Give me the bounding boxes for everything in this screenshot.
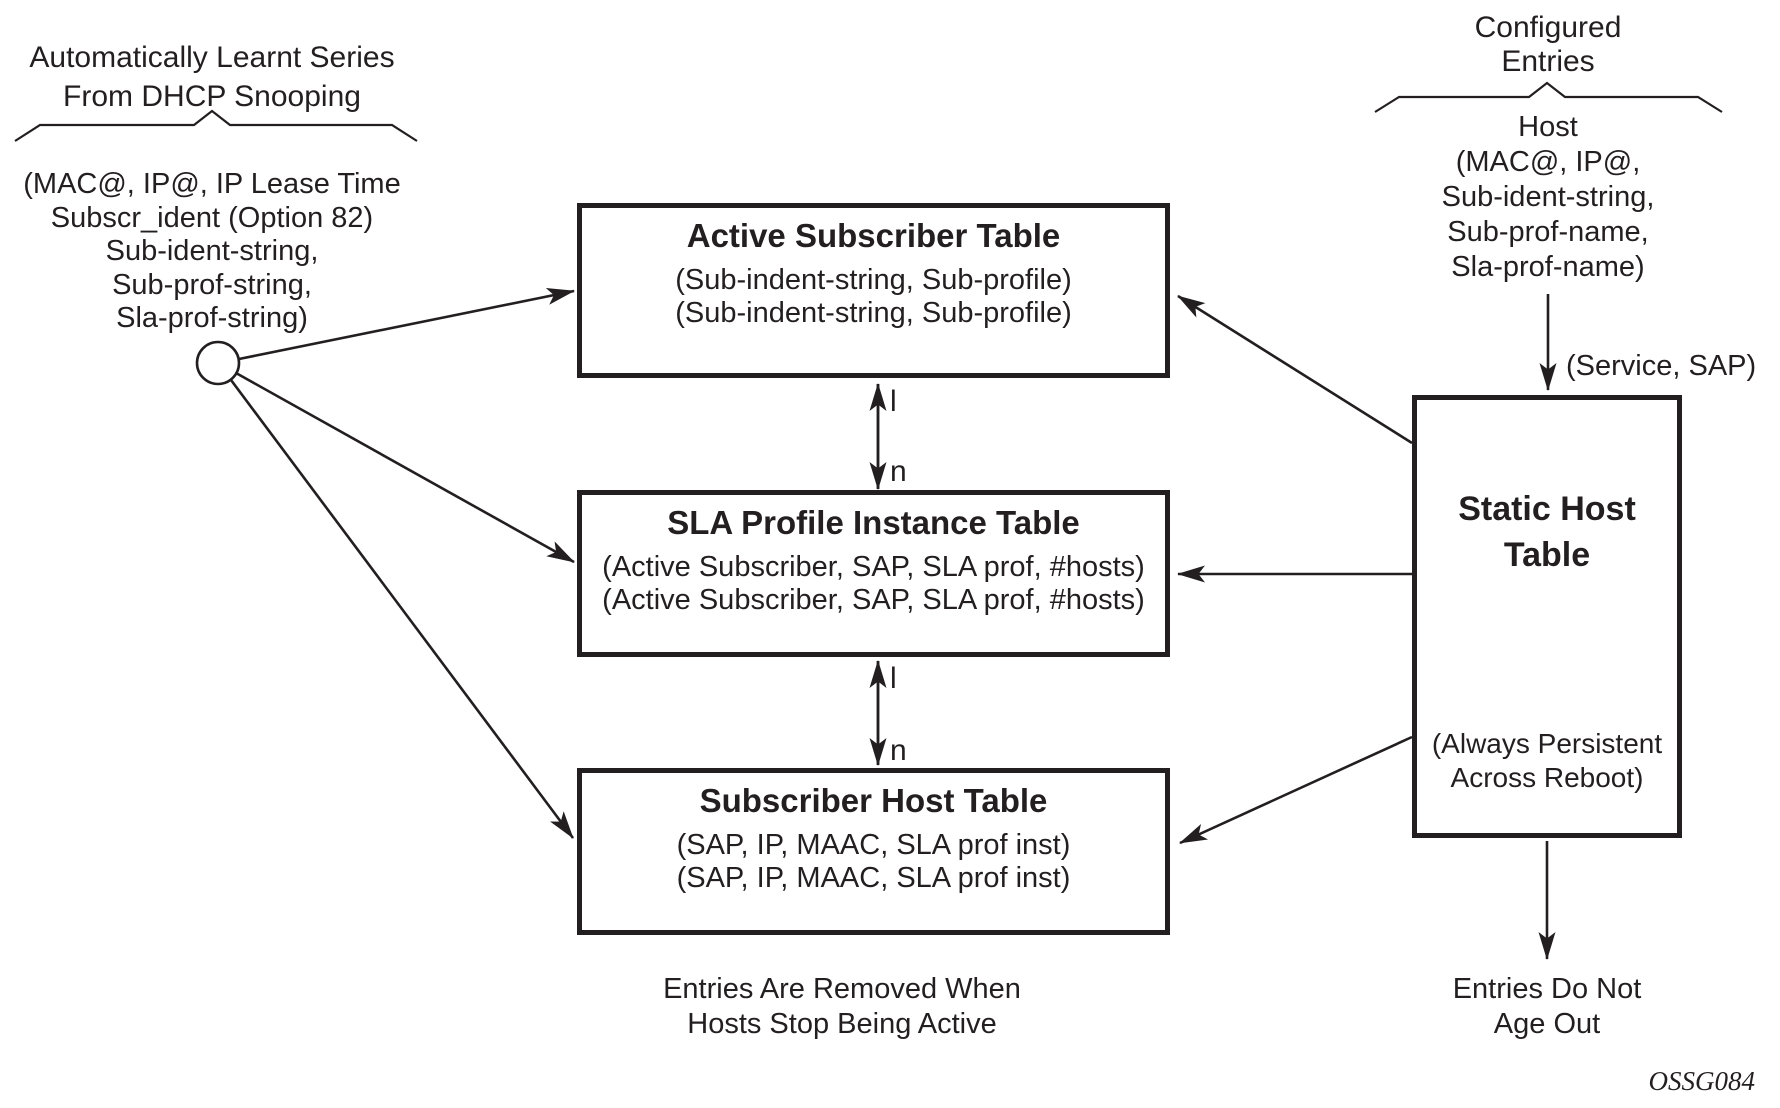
static-host-table-title: Static Host Table [1417,400,1677,578]
host-entry-line: Sub-prof-name, [1447,216,1649,248]
service-sap-label: (Service, SAP) [1566,350,1757,382]
note-entries-no-age: Entries Do Not Age Out [1397,972,1697,1042]
host-entry-line: Sla-prof-name) [1451,251,1645,283]
table-row: (SAP, IP, MAAC, SLA prof inst) [676,829,1071,861]
cardinality-active-sla-bottom: n [890,455,907,488]
note-entries-removed-line2: Hosts Stop Being Active [687,1008,997,1040]
cardinality-sla-subhost-bottom: n [890,734,907,767]
table-row: (Sub-indent-string, Sub-profile) [675,264,1072,296]
dhcp-source-node [195,340,241,386]
static-host-title-line: Table [1503,536,1591,574]
static-host-note-line: Across Reboot) [1450,762,1644,793]
static-host-table-note: (Always Persistent Across Reboot) [1417,727,1677,795]
cardinality-active-sla-top: l [890,385,897,418]
dhcp-param-line: Sla-prof-string) [116,302,308,334]
arrow-static-to-subhost [1179,735,1413,845]
dhcp-heading: Automatically Learnt Series From DHCP Sn… [12,38,412,116]
arrow-dhcp-to-subhost [229,379,575,839]
dhcp-heading-line2: From DHCP Snooping [63,80,361,113]
active-subscriber-table-title: Active Subscriber Table [686,217,1061,254]
dhcp-param-line: Sub-ident-string, [105,235,319,267]
configured-entries-line1: Configured [1474,11,1622,44]
note-entries-removed: Entries Are Removed When Hosts Stop Bein… [592,972,1092,1042]
dhcp-param-line: Sub-prof-string, [112,268,312,301]
cardinality-sla-subhost-top: l [890,662,897,695]
sla-profile-instance-table-rows: (Active Subscriber, SAP, SLA prof, #host… [602,542,1145,617]
subscriber-host-table-title: Subscriber Host Table [699,782,1048,819]
figure-id-watermark: OSSG084 [1648,1066,1756,1096]
host-entry-params: Host (MAC@, IP@, Sub-ident-string, Sub-p… [1398,110,1698,285]
configured-entries-line2: Entries [1501,45,1595,78]
dhcp-param-line: Subscr_ident (Option 82) [50,201,374,234]
host-entry-line: Host [1518,111,1578,143]
host-entry-line: Sub-ident-string, [1441,181,1655,213]
subscriber-host-table: Subscriber Host Table (SAP, IP, MAAC, SL… [577,768,1170,935]
brace-configured [1374,81,1723,113]
note-entries-no-age-line2: Age Out [1493,1008,1601,1040]
table-row: (Active Subscriber, SAP, SLA prof, #host… [602,551,1145,583]
static-host-note-line: (Always Persistent [1431,728,1663,759]
sla-profile-instance-table: SLA Profile Instance Table (Active Subsc… [577,490,1170,657]
brace-dhcp [14,109,418,142]
table-row: (SAP, IP, MAAC, SLA prof inst) [676,862,1071,894]
subscriber-host-table-rows: (SAP, IP, MAAC, SLA prof inst) (SAP, IP,… [677,820,1071,895]
active-subscriber-table: Active Subscriber Table (Sub-indent-stri… [577,203,1170,378]
host-entry-line: (MAC@, IP@, [1455,146,1641,178]
dhcp-heading-line1: Automatically Learnt Series [29,41,395,74]
arrow-dhcp-to-active [238,288,575,361]
static-host-table: Static Host Table (Always Persistent Acr… [1412,395,1682,838]
table-row: (Active Subscriber, SAP, SLA prof, #host… [602,584,1145,616]
arrow-static-to-active [1177,294,1413,445]
dhcp-param-line: (MAC@, IP@, IP Lease Time [23,168,401,200]
note-entries-no-age-line1: Entries Do Not [1452,973,1642,1005]
table-row: (Sub-indent-string, Sub-profile) [675,297,1072,329]
configured-entries-heading: Configured Entries [1398,11,1698,79]
arrow-dhcp-to-sla [235,371,575,564]
active-subscriber-table-rows: (Sub-indent-string, Sub-profile) (Sub-in… [675,255,1072,330]
note-entries-removed-line1: Entries Are Removed When [663,973,1021,1005]
static-host-title-line: Static Host [1458,490,1636,528]
dhcp-params: (MAC@, IP@, IP Lease Time Subscr_ident (… [12,168,412,336]
sla-profile-instance-table-title: SLA Profile Instance Table [667,504,1080,541]
